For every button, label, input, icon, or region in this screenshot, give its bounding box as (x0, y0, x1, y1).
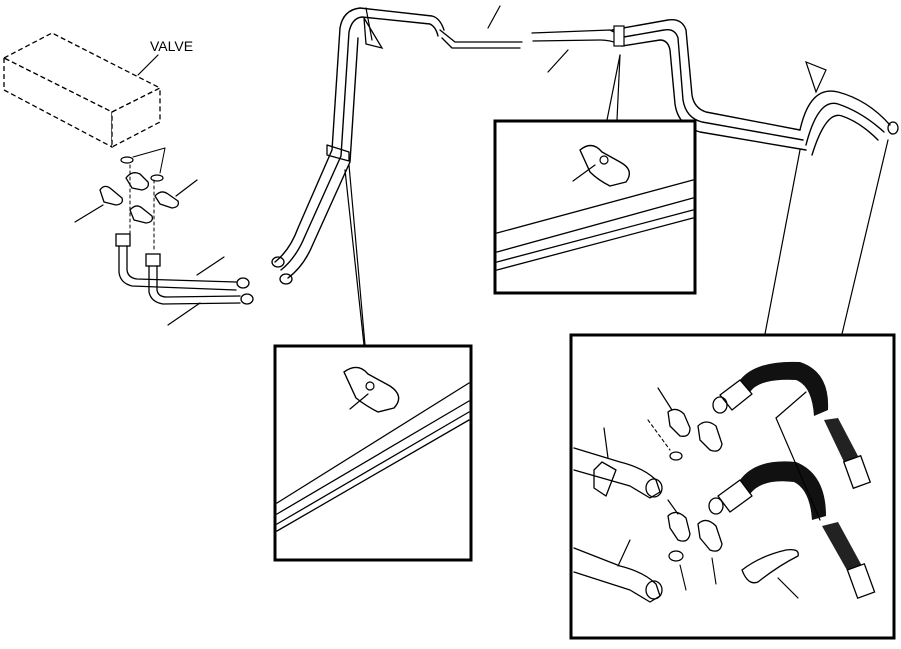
valve-tubes (115, 233, 254, 326)
clamp-detail-upper (493, 119, 697, 295)
valve-block (2, 32, 162, 149)
valve-leader (137, 54, 159, 76)
valve-fittings (74, 147, 198, 251)
valve-label: VALVE (150, 38, 193, 54)
clamp-detail-lower (273, 344, 473, 562)
hose-connection-detail (569, 333, 896, 640)
